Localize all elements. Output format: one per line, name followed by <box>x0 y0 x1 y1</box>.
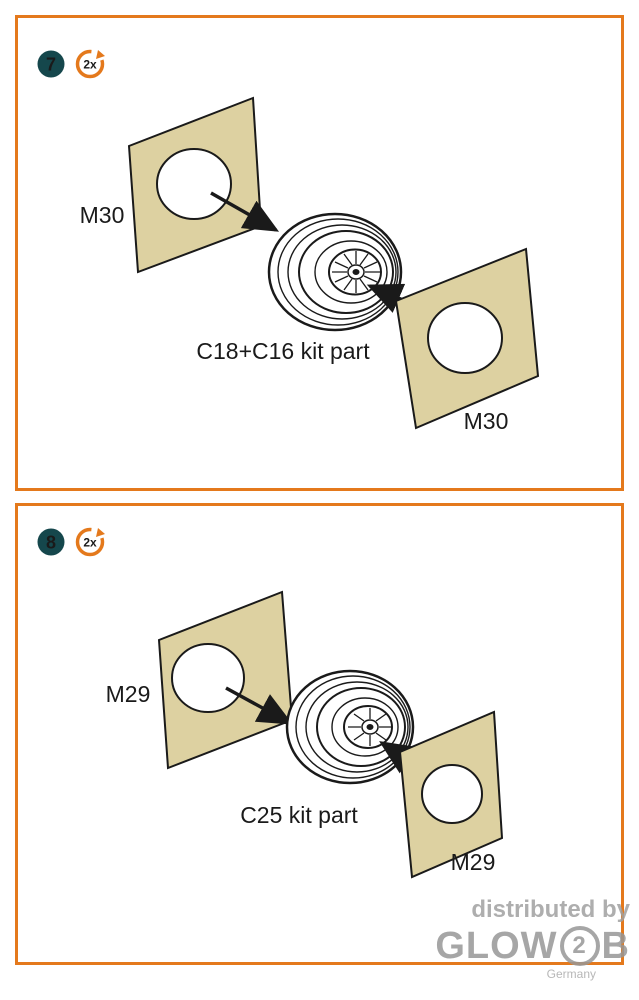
mask-hole <box>156 148 232 220</box>
step-number: 7 <box>46 55 56 75</box>
repeat-2x-label: 2x <box>83 58 97 72</box>
wheel-illustration <box>285 669 415 785</box>
mask-label-right: M30 <box>464 408 509 434</box>
brand-prefix: GLOW <box>435 925 558 967</box>
step-7-diagram: 7 2x <box>37 49 540 434</box>
repeat-2x-label: 2x <box>83 536 97 550</box>
watermark-brand-logo: GLOW 2 B <box>435 926 630 966</box>
repeat-2x-icon: 2x <box>75 527 105 557</box>
mask-upper-left <box>127 96 263 274</box>
part-caption: C18+C16 kit part <box>196 338 370 364</box>
step-number: 8 <box>46 533 56 553</box>
repeat-2x-icon: 2x <box>75 49 105 79</box>
mask-lower-right <box>398 710 504 879</box>
mask-lower-right <box>394 247 540 430</box>
step-number-badge: 8 <box>37 528 65 556</box>
part-caption: C25 kit part <box>240 802 358 828</box>
hub-spokes <box>332 251 380 293</box>
watermark-country: Germany <box>546 967 596 981</box>
step-7-panel: 7 2x <box>15 15 624 491</box>
step-8-panel: 8 2x <box>15 503 624 965</box>
brand-suffix: B <box>601 925 630 967</box>
wheel-illustration <box>267 212 403 332</box>
watermark: distributed by GLOW 2 B Germany <box>435 896 630 981</box>
mask-label-left: M30 <box>80 202 125 228</box>
watermark-distributed-by: distributed by <box>471 896 630 923</box>
arrow-left-mask-to-wheel <box>210 191 280 232</box>
mask-label-right: M29 <box>451 849 496 875</box>
step-8-diagram: 8 2x <box>37 527 504 879</box>
mask-upper-left <box>157 590 294 770</box>
mask-hole <box>421 764 483 824</box>
hub-spokes <box>348 708 392 746</box>
step-number-badge: 7 <box>37 50 65 78</box>
mask-hole <box>427 302 503 374</box>
mask-label-left: M29 <box>106 681 151 707</box>
mask-hole <box>171 643 245 713</box>
brand-digit-circle: 2 <box>559 926 600 966</box>
arrow-left-mask-to-wheel <box>225 686 294 725</box>
